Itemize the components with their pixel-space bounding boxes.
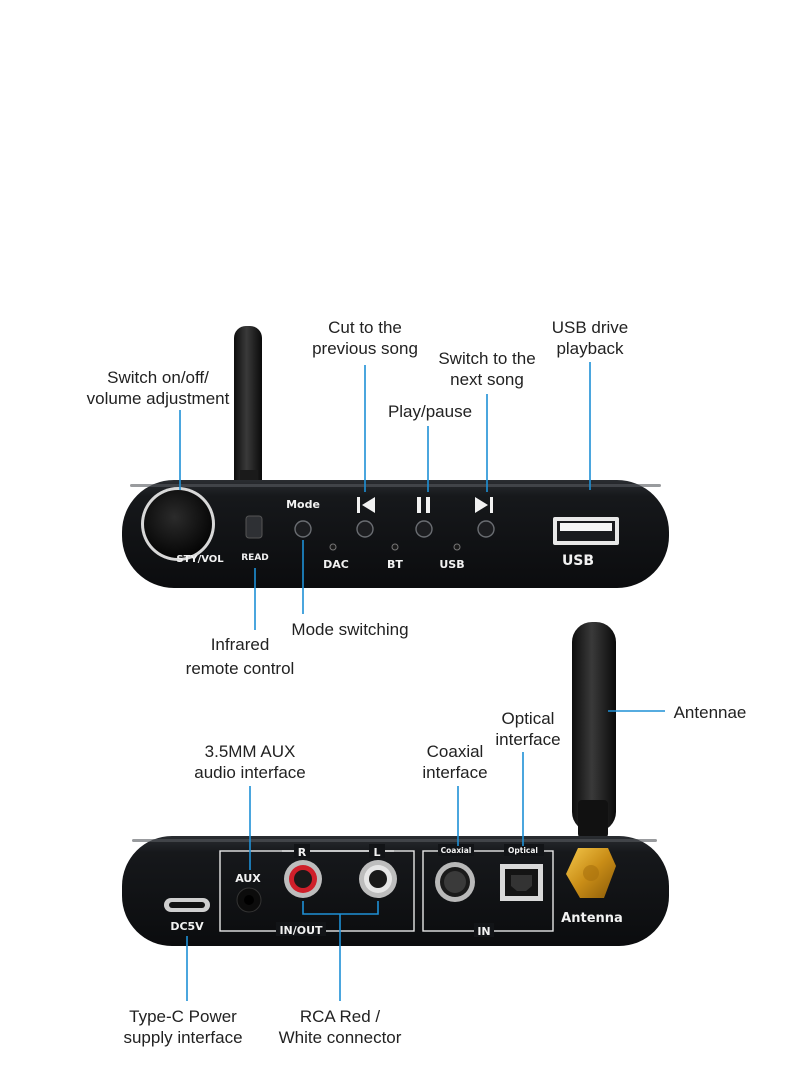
led-label-usb: USB <box>439 558 464 571</box>
led-label-dac: DAC <box>323 558 349 571</box>
mode-label: Mode <box>286 498 320 511</box>
next-button[interactable] <box>477 520 495 538</box>
callout-line: interface <box>495 730 561 749</box>
callout-typec-power: Type-C Power supply interface <box>108 1006 258 1048</box>
dac-led <box>329 543 337 551</box>
back-panel-body <box>122 836 669 946</box>
callout-line: 3.5MM AUX <box>204 742 296 761</box>
callout-antennae: Antennae <box>665 702 755 723</box>
callout-line: Cut to the <box>328 318 402 337</box>
read-label: READ <box>241 553 269 563</box>
callout-line: Switch to the <box>438 349 536 368</box>
callout-line: RCA Red / <box>299 1007 381 1026</box>
usb-led <box>453 543 461 551</box>
callout-line: Antennae <box>673 703 747 722</box>
inout-label: IN/OUT <box>279 924 323 937</box>
led-label-bt: BT <box>387 558 403 571</box>
callout-line: previous song <box>312 339 418 358</box>
coaxial-label: Coaxial <box>441 846 472 855</box>
callout-coaxial-interface: Coaxial interface <box>405 741 505 783</box>
callout-line: Play/pause <box>387 402 473 421</box>
front-panel-body <box>122 480 669 588</box>
next-track-icon <box>475 497 493 513</box>
callout-line: playback <box>556 339 624 358</box>
previous-button[interactable] <box>356 520 374 538</box>
callout-optical-interface: Optical interface <box>478 708 578 750</box>
previous-track-icon <box>357 497 375 513</box>
callout-line: USB drive <box>551 318 629 337</box>
callout-line: White connector <box>278 1028 402 1047</box>
optical-label: Optical <box>508 846 538 855</box>
play-pause-button[interactable] <box>415 520 433 538</box>
knob-label: STY/VOL <box>176 554 224 565</box>
callout-line: supply interface <box>123 1028 243 1047</box>
dc-label: DC5V <box>170 920 204 933</box>
callout-usb-drive: USB drive playback <box>530 317 650 359</box>
callout-infrared: Infrared remote control <box>165 634 315 679</box>
usb-label: USB <box>562 553 594 569</box>
callout-line: volume adjustment <box>86 389 230 408</box>
front-device: STY/VOL READ Mode DAC BT USB <box>122 326 669 588</box>
ir-sensor <box>245 515 263 539</box>
callout-line: interface <box>422 763 488 782</box>
antenna-label: Antenna <box>561 911 623 926</box>
callout-line: audio interface <box>194 763 306 782</box>
callout-line: Infrared <box>210 635 270 654</box>
bt-led <box>391 543 399 551</box>
in-label: IN <box>477 925 490 938</box>
callout-previous-song: Cut to the previous song <box>295 317 435 359</box>
callout-line: Coaxial <box>426 742 484 761</box>
callout-line: remote control <box>185 659 295 678</box>
callout-line: Switch on/off/ <box>107 368 209 387</box>
callout-line: Optical <box>501 709 555 728</box>
callout-mode-switching: Mode switching <box>275 619 425 640</box>
callout-aux-interface: 3.5MM AUX audio interface <box>180 741 320 783</box>
callout-line: next song <box>450 370 524 389</box>
callout-rca-connector: RCA Red / White connector <box>265 1006 415 1048</box>
rca-left-label: L <box>373 846 380 859</box>
back-antenna <box>572 622 616 832</box>
front-antenna <box>234 326 262 496</box>
play-pause-icon <box>417 497 430 513</box>
callout-next-song: Switch to the next song <box>422 348 552 390</box>
callout-line: Mode switching <box>291 620 409 639</box>
leader-lines <box>179 362 665 1001</box>
aux-label: AUX <box>235 872 261 885</box>
rca-right-label: R <box>298 846 307 859</box>
back-device: Antenna DC5V AUX R L IN/OUT Coaxial Opti… <box>122 622 669 946</box>
mode-button[interactable] <box>294 520 312 538</box>
callout-line: Type-C Power <box>129 1007 237 1026</box>
callout-switch-onoff: Switch on/off/ volume adjustment <box>58 367 258 409</box>
callout-play-pause: Play/pause <box>370 401 490 422</box>
